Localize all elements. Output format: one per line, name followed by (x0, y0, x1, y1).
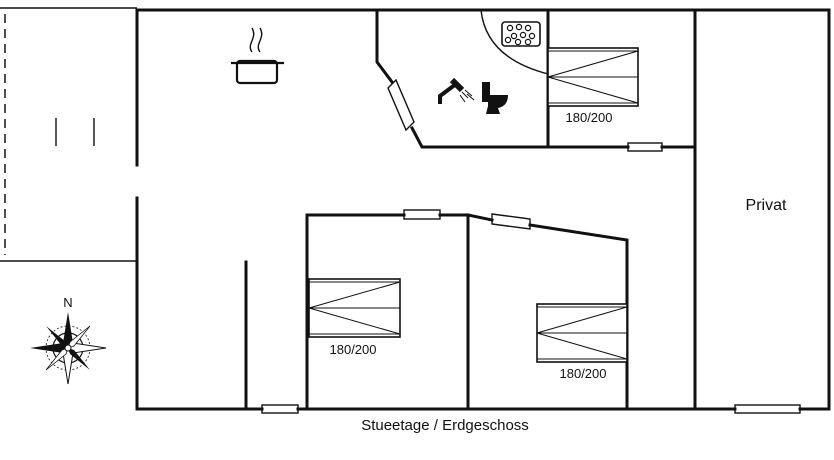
bed-2 (308, 278, 401, 338)
compass-north-label: N (63, 295, 72, 310)
shower-icon (438, 77, 475, 104)
bed-size-label-3: 180/200 (560, 366, 607, 381)
openings (261, 78, 801, 414)
bed-size-label-1: 180/200 (566, 110, 613, 125)
terrace-outline (0, 7, 137, 262)
compass-rose-icon (30, 312, 107, 385)
bed-1 (547, 47, 639, 107)
private-room-label: Privat (746, 197, 787, 214)
bed-size-label-2: 180/200 (330, 342, 377, 357)
floor-caption: Stueetage / Erdgeschoss (361, 417, 529, 434)
bed-3 (536, 303, 628, 363)
kitchen-pot-icon (231, 27, 284, 85)
toilet-icon (482, 82, 508, 114)
whirlpool-icon (480, 9, 549, 75)
beds-layer (308, 47, 639, 363)
outer-walls (135, 8, 831, 411)
